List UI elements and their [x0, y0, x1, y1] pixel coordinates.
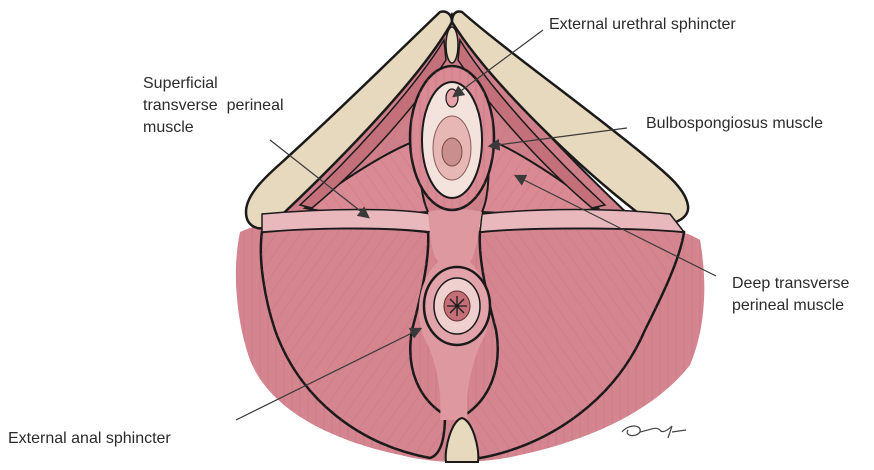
label-line: Superficial — [143, 73, 284, 95]
label-line: muscle — [143, 117, 284, 139]
artist-signature — [622, 426, 686, 438]
label-deep-transverse-perineal: Deep transverse perineal muscle — [732, 273, 849, 317]
label-external-urethral-sphincter: External urethral sphincter — [549, 14, 736, 36]
label-line: transverse perineal — [143, 95, 284, 117]
urethral-orifice — [446, 89, 458, 107]
label-bulbospongiosus-muscle: Bulbospongiosus muscle — [646, 113, 823, 135]
label-superficial-transverse-perineal: Superficial transverse perineal muscle — [143, 73, 284, 139]
superficial-transverse-perineal-band — [262, 210, 432, 233]
clitoris — [446, 27, 458, 63]
label-external-anal-sphincter: External anal sphincter — [8, 428, 171, 450]
label-line: Deep transverse — [732, 273, 849, 295]
label-line: perineal muscle — [732, 295, 849, 317]
